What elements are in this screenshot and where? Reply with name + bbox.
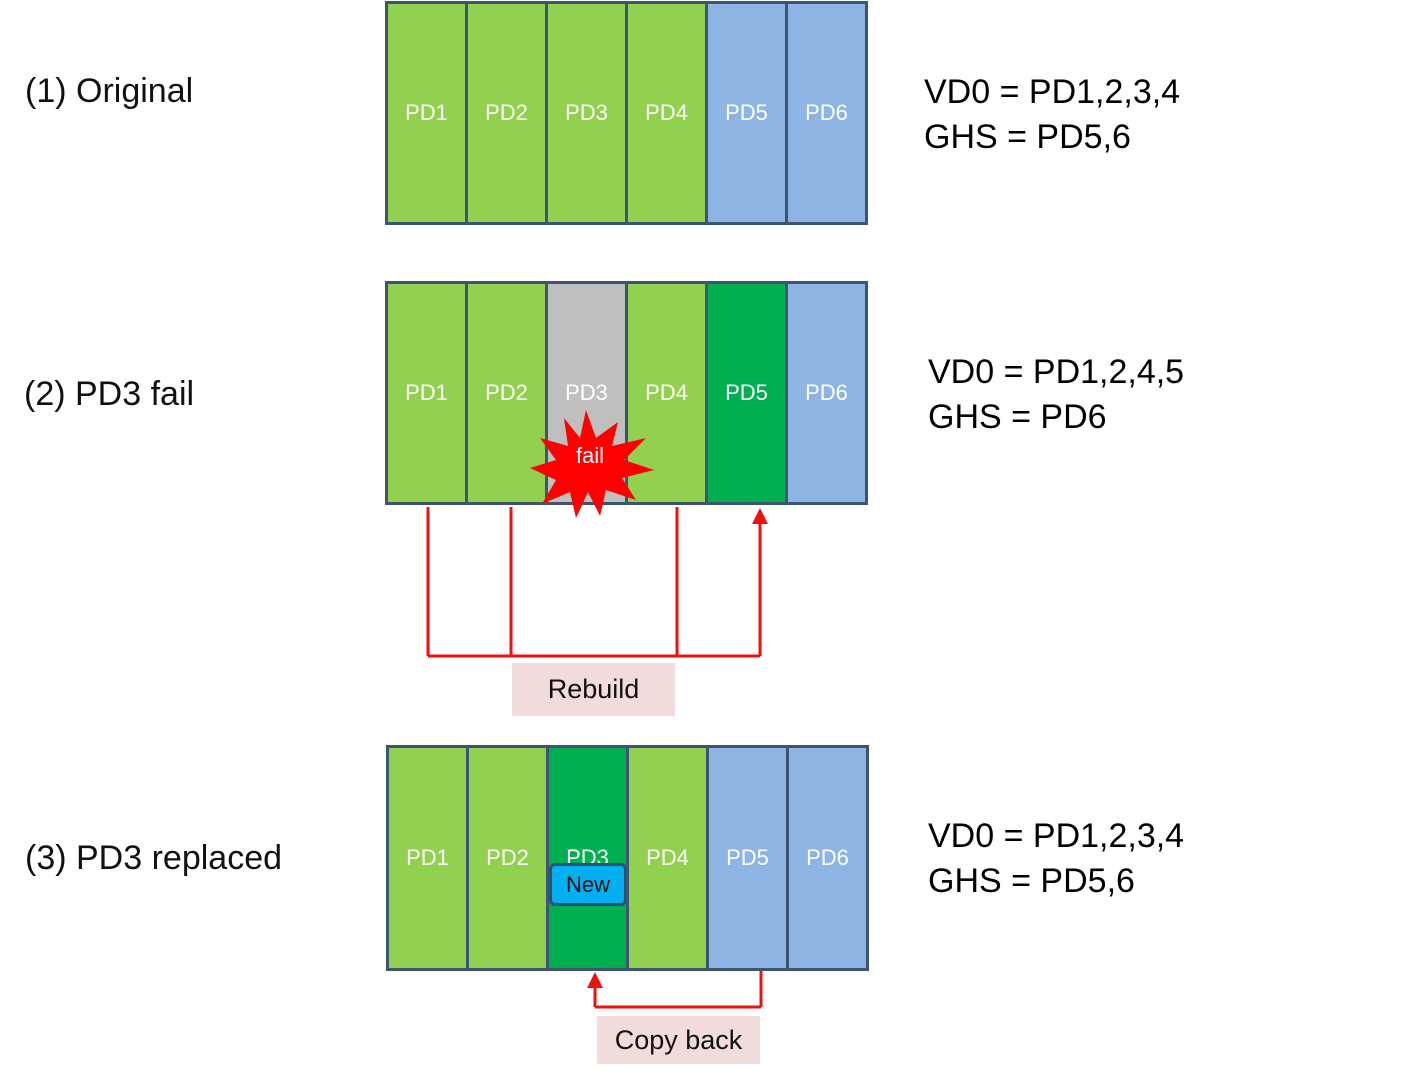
ghs-assignment: GHS = PD5,6 [924, 118, 1131, 156]
disk-pd5: PD5 [705, 1, 788, 225]
stage-2-label: (2) PD3 fail [24, 375, 195, 413]
stage-2-info: VD0 = PD1,2,4,5 GHS = PD6 [928, 350, 1184, 440]
disk-pd4: PD4 [625, 1, 708, 225]
stage-3-label: (3) PD3 replaced [25, 839, 283, 877]
new-badge: New [549, 863, 627, 906]
disk-array-stage-1: PD1 PD2 PD3 PD4 PD5 PD6 [385, 1, 868, 225]
disk-pd4: PD4 [626, 745, 709, 971]
vd0-assignment: VD0 = PD1,2,4,5 [928, 353, 1185, 391]
copy-back-label: Copy back [597, 1016, 760, 1064]
vd0-assignment: VD0 = PD1,2,3,4 [928, 817, 1185, 855]
ghs-assignment: GHS = PD6 [928, 398, 1107, 436]
disk-pd4: PD4 [625, 281, 708, 505]
rebuild-arrowhead [752, 508, 768, 524]
disk-pd6: PD6 [786, 745, 869, 971]
disk-pd6: PD6 [785, 1, 868, 225]
rebuild-label: Rebuild [512, 663, 675, 716]
disk-pd2: PD2 [466, 745, 549, 971]
stage-1-info: VD0 = PD1,2,3,4 GHS = PD5,6 [924, 70, 1180, 160]
disk-pd1: PD1 [385, 1, 468, 225]
disk-pd5: PD5 [706, 745, 789, 971]
disk-pd3: PD3 [545, 1, 628, 225]
disk-array-stage-3: PD1 PD2 PD3 New PD4 PD5 PD6 [386, 745, 869, 971]
copyback-arrowhead [587, 972, 603, 988]
vd0-assignment: VD0 = PD1,2,3,4 [924, 73, 1181, 111]
disk-pd6: PD6 [785, 281, 868, 505]
stage-3-info: VD0 = PD1,2,3,4 GHS = PD5,6 [928, 814, 1184, 904]
fail-burst-icon [530, 410, 654, 518]
disk-pd1: PD1 [386, 745, 469, 971]
stage-1-label: (1) Original [25, 72, 194, 110]
fail-label: fail [575, 443, 605, 468]
disk-pd3-new: PD3 New [546, 745, 629, 971]
ghs-assignment: GHS = PD5,6 [928, 862, 1135, 900]
